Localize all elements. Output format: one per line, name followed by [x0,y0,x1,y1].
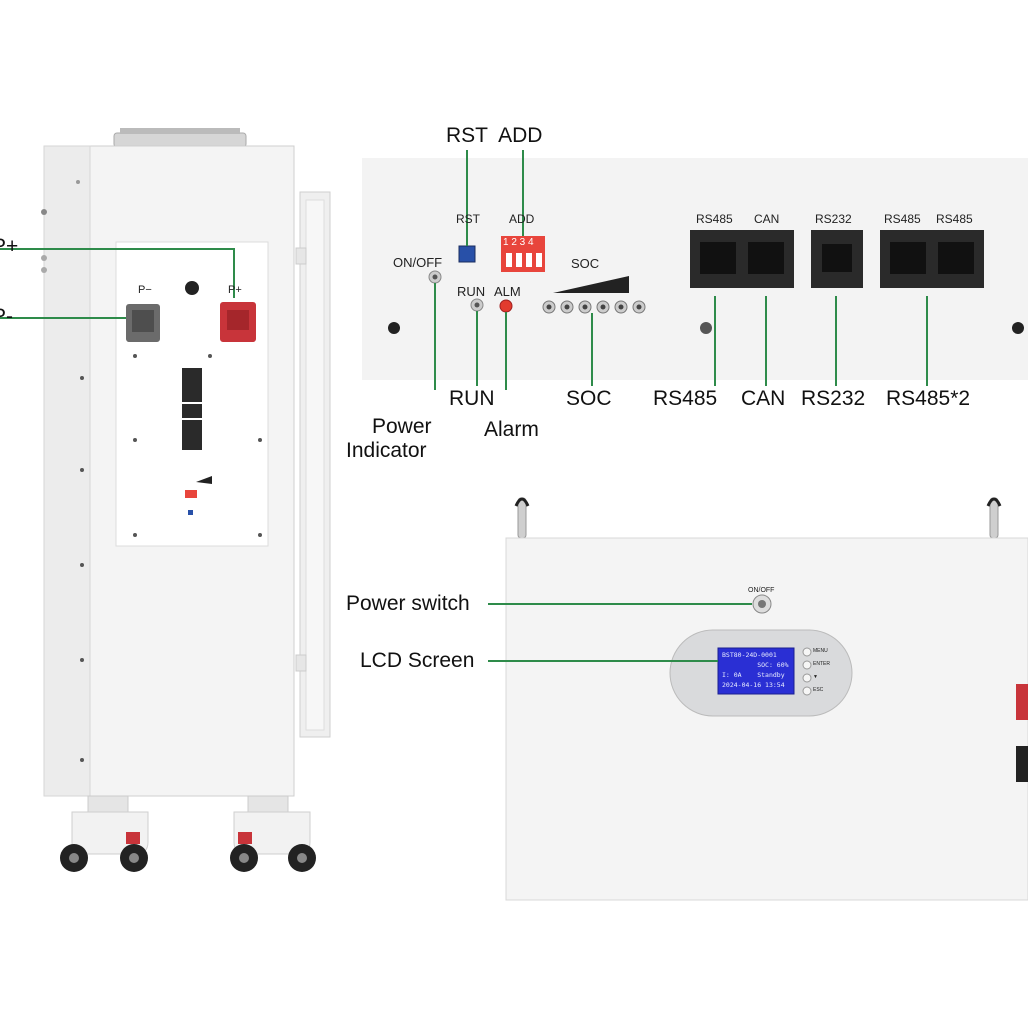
lcd-line-1: BST80-24D-0001 [722,651,777,659]
rs485x2-callout: RS485*2 [886,387,971,410]
panel-label-alm: ALM [494,284,521,299]
panel-label-run: RUN [457,284,486,299]
lcd-line-3: I: 0A Standby [722,671,785,679]
p-plus-panel-label: P+ [228,284,242,296]
alarm-callout: Alarm [484,418,539,441]
panel-label-rst: RST [456,212,480,226]
panel-label-on-off: ON/OFF [393,255,443,270]
panel-label-add: ADD [509,212,535,226]
wall-unit-on-off-label: ON/OFF [748,587,775,594]
lcd-screen-callout: LCD Screen [360,649,475,672]
p-minus-callout: P- [0,305,13,328]
p-minus-panel-label: P− [138,284,152,296]
lcd-line-4: 2024-04-16 13:54 [722,681,785,689]
lcd-button-enter-label: ENTER [813,661,830,667]
rs485-callout: RS485 [653,387,718,410]
lcd-button-menu-label: MENU [813,648,828,654]
power-indicator-callout-line2: Indicator [346,439,427,462]
run-callout: RUN [449,387,495,410]
rs232-callout: RS232 [801,387,866,410]
can-callout: CAN [741,387,786,410]
panel-label-soc: SOC [571,256,600,271]
soc-callout: SOC [566,387,612,410]
panel-label-rs485-c: RS485 [936,212,973,226]
lcd-screen: BST80-24D-0001 SOC: 60% I: 0A Standby 20… [720,650,796,694]
panel-label-rs232: RS232 [815,212,852,226]
tower-unit-illustration [0,128,331,872]
panel-label-rs485-b: RS485 [884,212,921,226]
lcd-line-2: SOC: 60% [722,661,789,669]
power-indicator-callout-line1: Power [372,415,432,438]
panel-label-dip-numbers: 1 2 3 4 [503,237,534,248]
panel-label-can: CAN [754,212,780,226]
power-switch-callout: Power switch [346,592,470,615]
p-plus-callout: P+ [0,235,19,258]
rst-add-callout: RST ADD [446,124,543,147]
front-panel-illustration [362,150,1028,390]
panel-label-rs485-a: RS485 [696,212,733,226]
lcd-button-down-label: ▼ [813,674,818,680]
lcd-button-esc-label: ESC [813,687,824,693]
wall-unit-illustration [488,497,1028,901]
